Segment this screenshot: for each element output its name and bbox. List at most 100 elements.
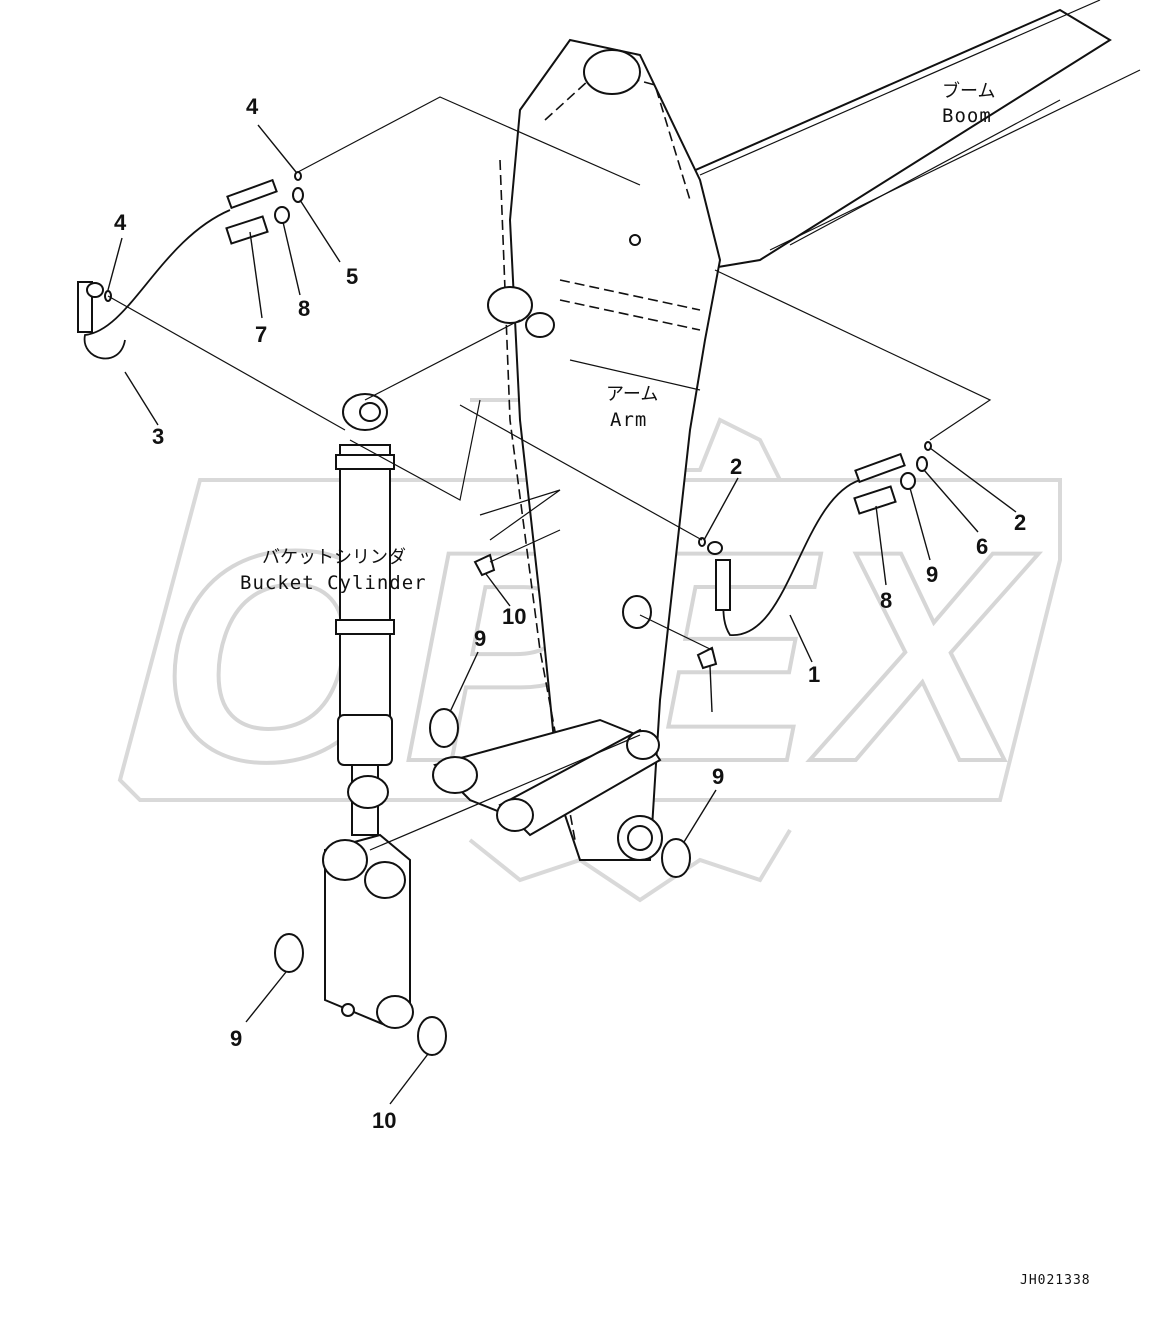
- leader-9-arm: [449, 651, 479, 713]
- leader-10-right: [709, 665, 713, 713]
- bolt-7-left: [225, 215, 269, 245]
- yoke-bottom-boss: [376, 995, 414, 1029]
- plug-10-left: [473, 553, 496, 577]
- leader-8-left: [282, 221, 301, 296]
- hose-3: [83, 209, 231, 360]
- right-hose-set: [698, 441, 932, 636]
- arm-hidden-rib-2: [559, 279, 701, 311]
- conn-plug-right: [639, 614, 713, 651]
- seal-9-arm: [429, 708, 459, 748]
- washer-6: [916, 456, 928, 472]
- callout-1: 1: [808, 662, 820, 687]
- leader-2-center: [703, 477, 739, 541]
- washer-8-right: [900, 472, 916, 490]
- leader-lines: [107, 124, 1017, 1105]
- cylinder-gland: [337, 714, 393, 766]
- oring-4-top: [294, 171, 302, 181]
- conn-cylinder-arm: [364, 319, 521, 401]
- component-labels: ブーム Boom アーム Arm バケットシリンダ Bucket Cylinde…: [240, 80, 995, 594]
- leader-9-yoke-bottom: [389, 1053, 429, 1105]
- label-arm-jp: アーム: [606, 384, 658, 405]
- bucket-cylinder-assembly: [335, 393, 481, 836]
- leader-9-yoke-top: [245, 971, 287, 1023]
- leader-4-top: [257, 124, 297, 173]
- leader-5: [299, 199, 341, 263]
- conn-plug-bracket: [479, 489, 561, 541]
- callout-5: 5: [346, 264, 358, 289]
- leader-1: [789, 614, 813, 663]
- arm-tip-pin: [627, 825, 653, 851]
- callout-7: 8: [880, 588, 892, 613]
- label-boom-jp: ブーム: [942, 80, 995, 102]
- leader-4-left: [107, 237, 123, 291]
- arm-grease-point: [629, 234, 641, 246]
- conn-plug-left: [489, 529, 561, 563]
- connection-lines: [107, 96, 992, 851]
- plug-10-right: [696, 646, 718, 670]
- boom-edge-upper: [699, 0, 1101, 176]
- label-arm-en: Arm: [610, 409, 647, 431]
- watermark-gear-bottom: [468, 828, 792, 903]
- yoke-grease-point: [341, 1003, 355, 1017]
- left-hose-elbow: [226, 178, 278, 210]
- oring-2-right: [924, 441, 932, 451]
- callout-4: 4: [246, 94, 259, 119]
- conn-center-cylinder: [459, 404, 703, 541]
- arm-hidden-rib-1: [559, 299, 701, 331]
- yoke-top-boss-2: [364, 861, 406, 899]
- right-hose-fitting: [715, 559, 731, 611]
- cylinder-top-pin: [359, 402, 381, 422]
- callout-4: 4: [114, 210, 127, 235]
- leader-3: [124, 371, 159, 426]
- boom-assembly: [648, 0, 1141, 301]
- link-upper-hole: [496, 798, 534, 832]
- callout-9: 9: [474, 626, 486, 651]
- cylinder-clamp-upper: [335, 454, 395, 470]
- bucket-linkage: [432, 718, 662, 837]
- washer-8-left: [274, 206, 290, 224]
- cylinder-clamp-lower: [335, 619, 395, 635]
- leader-6: [923, 469, 979, 533]
- arm-assembly: [487, 38, 722, 861]
- arm-body: [508, 38, 722, 861]
- seal-9-yoke-bottom: [417, 1016, 447, 1056]
- lower-yoke: [322, 833, 414, 1029]
- small-parts: [274, 553, 718, 1056]
- label-bucket-cylinder-en: Bucket Cylinder: [240, 572, 427, 594]
- callout-numbers: 4 4 5 7 8 3 2 2 6 9 8 1 10 9 9 9 10: [114, 94, 1026, 1133]
- conn-yoke-link: [369, 734, 641, 851]
- link-lower-hole: [432, 756, 478, 794]
- arm-rib: [569, 359, 701, 391]
- seal-9-link: [661, 838, 691, 878]
- leader-8-right: [909, 487, 931, 561]
- right-hose-elbow: [854, 452, 906, 484]
- left-hose-set: [77, 171, 304, 360]
- callout-8: 8: [298, 296, 310, 321]
- drawing-code: JH021338: [1020, 1273, 1091, 1288]
- right-hose-nut: [707, 541, 723, 555]
- boom-edge-inner: [789, 99, 1061, 246]
- left-hose-nut: [86, 282, 104, 298]
- leader-2-right: [929, 447, 1017, 513]
- leader-7-left: [249, 231, 263, 319]
- oring-2-center: [698, 537, 706, 547]
- label-bucket-cylinder-jp: バケットシリンダ: [262, 547, 406, 568]
- callout-9: 10: [372, 1108, 396, 1133]
- arm-plate-fitting: [622, 595, 652, 629]
- callout-3: 3: [152, 424, 164, 449]
- cylinder-hose-path: [349, 399, 481, 501]
- bolt-7-right: [853, 485, 897, 515]
- link-pin: [626, 730, 660, 760]
- seal-9-yoke-top: [274, 933, 304, 973]
- watermark-frame: [117, 478, 1062, 802]
- conn-right-boom: [714, 269, 992, 441]
- boom-edge-lower: [769, 69, 1141, 251]
- arm-bracket-hole: [525, 312, 555, 338]
- arm-cylinder-bracket: [487, 286, 533, 324]
- arm-top-boss: [583, 49, 641, 95]
- callout-7: 7: [255, 322, 267, 347]
- label-boom-en: Boom: [942, 105, 992, 127]
- conn-left-cylinder: [107, 295, 346, 431]
